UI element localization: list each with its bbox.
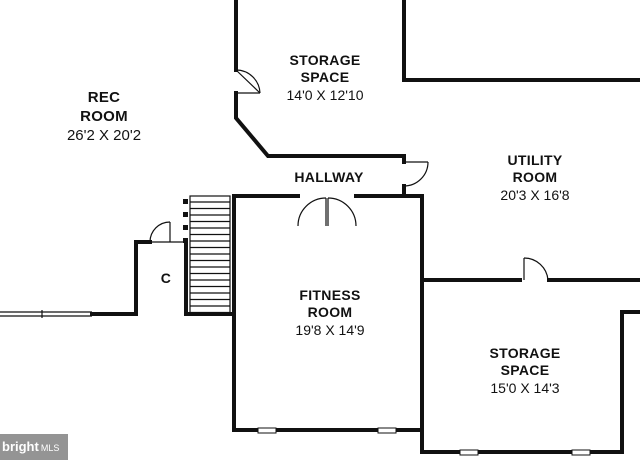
room-name: ROOM [307, 304, 353, 320]
label-closet: C [161, 270, 171, 287]
windows [257, 427, 591, 456]
room-dimensions: 26'2 X 20'2 [66, 127, 142, 144]
room-name: HALLWAY [294, 169, 364, 185]
room-name: FITNESS [299, 287, 361, 303]
room-name: REC [87, 89, 121, 106]
watermark-suffix: MLS [40, 443, 60, 453]
room-dimensions: 14'0 X 12'10 [286, 87, 364, 103]
room-dimensions: 19'8 X 14'9 [295, 322, 365, 338]
room-name: SPACE [300, 69, 350, 85]
label-hallway: HALLWAY [294, 169, 363, 186]
room-name: ROOM [512, 169, 558, 185]
room-dimensions: 20'3 X 16'8 [500, 187, 570, 203]
label-storage-top: STORAGE SPACE 14'0 X 12'10 [287, 52, 364, 104]
label-rec-room: REC ROOM 26'2 X 20'2 [67, 88, 141, 145]
sliding-door [0, 310, 92, 318]
room-dimensions: 15'0 X 14'3 [490, 380, 560, 396]
watermark-text: bright [2, 439, 39, 454]
room-name: UTILITY [507, 152, 563, 168]
room-name: STORAGE [289, 52, 361, 68]
room-name: ROOM [80, 108, 128, 125]
room-name: C [160, 270, 172, 286]
door-closet [149, 221, 186, 243]
staircase [189, 195, 231, 315]
label-fitness-room: FITNESS ROOM 19'8 X 14'9 [295, 287, 364, 339]
door-hallway-right [403, 161, 429, 187]
label-storage-bottom: STORAGE SPACE 15'0 X 14'3 [489, 345, 560, 397]
door-storage-bottom [523, 257, 549, 281]
label-utility-room: UTILITY ROOM 20'3 X 16'8 [500, 152, 569, 204]
door-fitness-double [297, 197, 357, 227]
room-name: STORAGE [489, 345, 561, 361]
door-storage-top [235, 69, 261, 94]
stair-posts [183, 199, 188, 243]
room-name: SPACE [500, 362, 550, 378]
